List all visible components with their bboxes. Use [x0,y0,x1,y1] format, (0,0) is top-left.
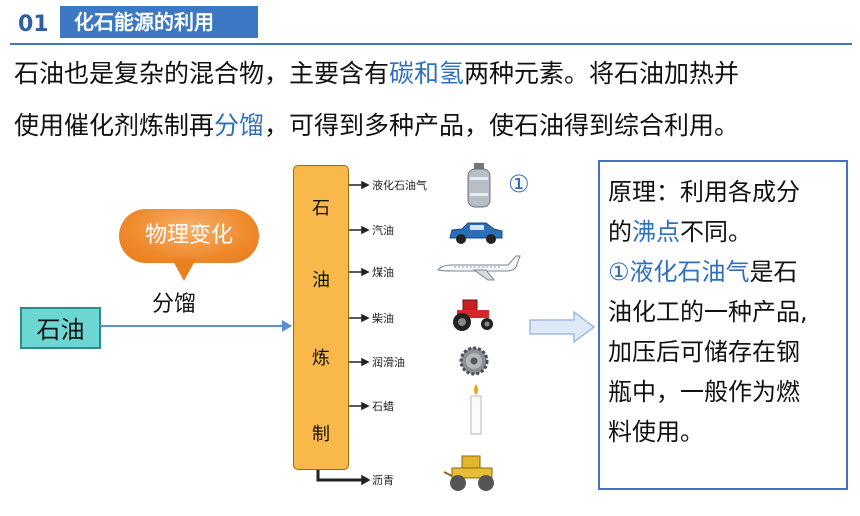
gas-cylinder-icon [467,163,491,208]
road-roller-icon [443,455,494,491]
intro-text: 石油也是复杂的混合物，主要含有 [14,59,390,88]
explain-highlight: ①液化石油气 [608,258,750,286]
explain-text: 的 [608,218,632,246]
explain-line: 原理：利用各成分 [608,178,800,206]
tractor-icon [453,299,493,331]
intro-text: 使用催化剂炼制再 [14,111,215,140]
section-number: 01 [18,12,49,37]
distillation-label: 分馏 [152,292,197,317]
explain-line: 瓶中，一般作为燃 [608,378,800,406]
product-label-diesel: 柴油 [372,312,394,325]
intro-line-1: 石油也是复杂的混合物，主要含有碳和氢两种元素。将石油加热并 [14,56,739,92]
explain-line: 加压后可储存在钢 [608,338,800,366]
gear-icon [459,346,489,376]
column-char: 油 [312,270,330,291]
intro-text: 两种元素。将石油加热并 [464,59,740,88]
explanation-box: 原理：利用各成分 的沸点不同。 ①液化石油气是石 油化工的一种产品, 加压后可储… [598,160,848,490]
product-label-lpg: 液化石油气 [372,179,427,192]
airplane-icon [437,255,521,281]
intro-highlight: 分馏 [214,111,265,140]
explain-line: ①液化石油气是石 [608,252,838,292]
arrow-right-icon [100,320,292,332]
marker-circled-one: ① [508,170,530,198]
intro-line-2: 使用催化剂炼制再分馏，可得到多种产品，使石油得到综合利用。 [14,108,739,144]
intro-highlight: 碳和氢 [389,59,465,88]
product-label-kerosene: 煤油 [372,266,394,279]
product-label-asphalt: 沥青 [372,474,394,487]
bubble-tail [172,259,196,281]
explain-text: 是石 [749,258,798,286]
explain-line: 的沸点不同。 [608,212,838,252]
refining-column: 石 油 炼 制 [293,165,349,470]
section-title: 化石能源的利用 [60,6,258,38]
explain-line: 油化工的一种产品, [608,298,808,326]
product-label-paraffin: 石蜡 [372,400,394,413]
column-char: 制 [312,424,330,445]
column-char: 石 [312,198,330,219]
petroleum-source-box: 石油 [20,307,101,349]
product-label-gasoline: 汽油 [372,224,394,237]
column-char: 炼 [312,348,330,369]
explain-highlight: 沸点 [632,218,680,246]
car-icon [449,222,503,244]
candle-icon [470,384,482,435]
product-label-lubricant: 润滑油 [372,356,405,369]
title-underline [10,43,852,45]
explain-text: 不同。 [680,218,752,246]
physical-change-bubble: 物理变化 [119,209,259,263]
pale-arrow-right-icon [529,310,596,344]
explain-line: 料使用。 [608,418,704,446]
intro-text: ，可得到多种产品，使石油得到综合利用。 [264,111,740,140]
